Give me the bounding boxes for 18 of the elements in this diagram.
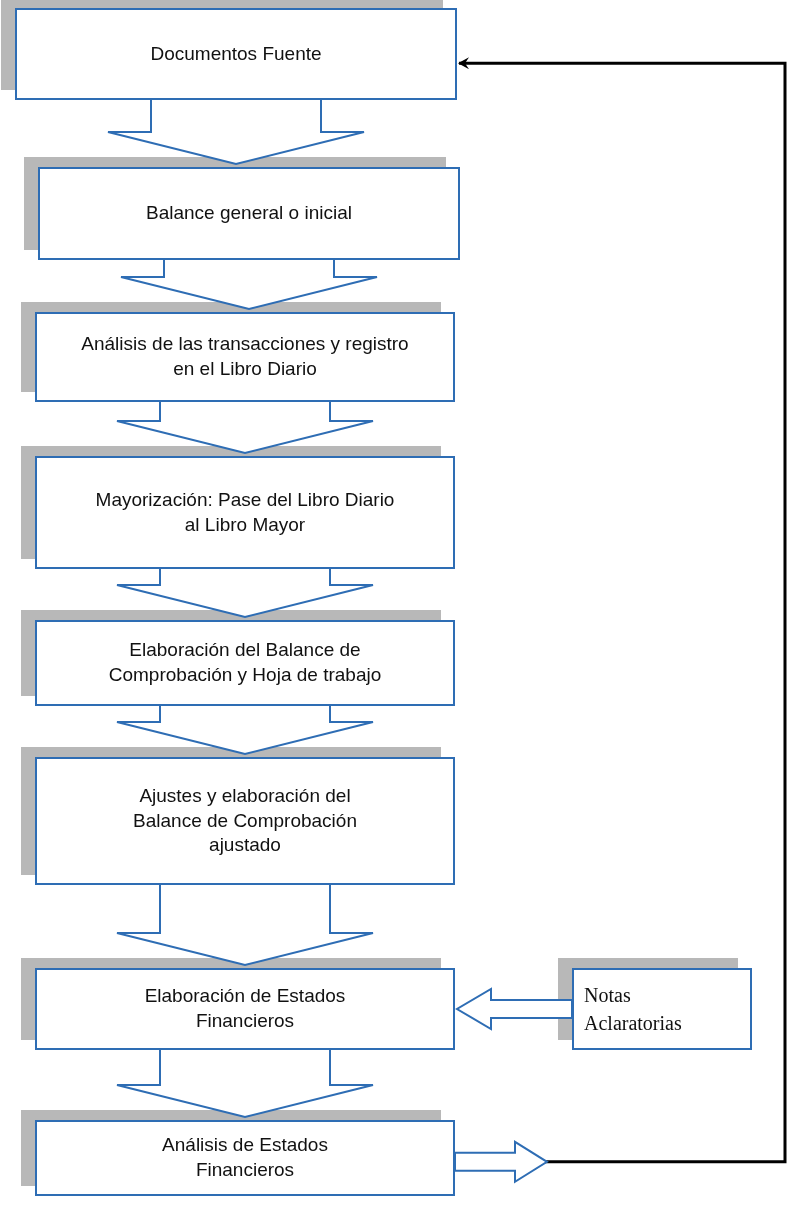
block-arrow	[116, 400, 374, 455]
box-text: Elaboración del Balance de Comprobación y Hoja de trabajo	[107, 638, 383, 687]
box-text: Análisis de las transacciones y registro en el Libro Diario	[80, 332, 410, 381]
box-text: Notas Aclaratorias	[584, 983, 683, 1036]
box-text: Elaboración de Estados Financieros	[143, 984, 347, 1033]
block-arrow	[120, 258, 378, 311]
return-arrow	[454, 57, 787, 1184]
block-arrow	[116, 1048, 374, 1119]
block-arrow	[107, 98, 365, 166]
block-arrow	[116, 567, 374, 619]
block-arrow	[116, 704, 374, 756]
box-text: Mayorización: Pase del Libro Diario al Libro Mayor	[95, 487, 395, 537]
block-arrow	[455, 987, 573, 1031]
block-arrow	[116, 883, 374, 967]
box-text: Balance general o inicial	[146, 201, 352, 226]
box-text: Análisis de Estados Financieros	[161, 1133, 329, 1182]
box-text: Ajustes y elaboración del Balance de Comprobación ajustado	[132, 783, 358, 858]
box-text: Documentos Fuente	[150, 41, 322, 66]
